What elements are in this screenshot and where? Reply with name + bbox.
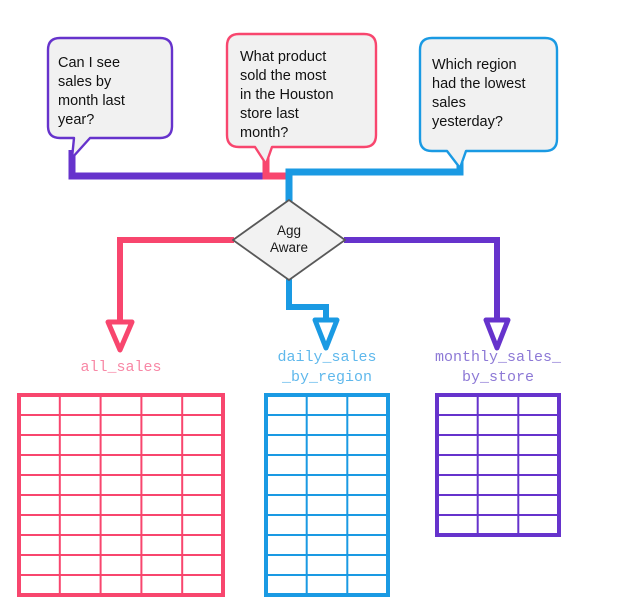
speech-bubble-question2 (225, 32, 378, 166)
speech-bubble-question3 (418, 36, 559, 170)
arrowhead-monthly-sales (483, 317, 511, 351)
table-grid-monthly-sales (435, 393, 561, 537)
agg-aware-diamond[interactable] (232, 199, 346, 281)
speech-bubble-question1 (46, 36, 174, 160)
arrowhead-daily-sales (312, 317, 340, 351)
connector-router-to-all-sales (117, 237, 234, 325)
table-grid-all-sales (17, 393, 225, 597)
connector-question1-to-router (68, 150, 266, 180)
connector-router-to-monthly-sales (344, 237, 500, 320)
table-grid-daily-sales (264, 393, 390, 597)
arrowhead-all-sales (105, 319, 135, 353)
connector-router-to-daily-sales (286, 275, 329, 322)
connector-question3-to-router (285, 150, 464, 205)
